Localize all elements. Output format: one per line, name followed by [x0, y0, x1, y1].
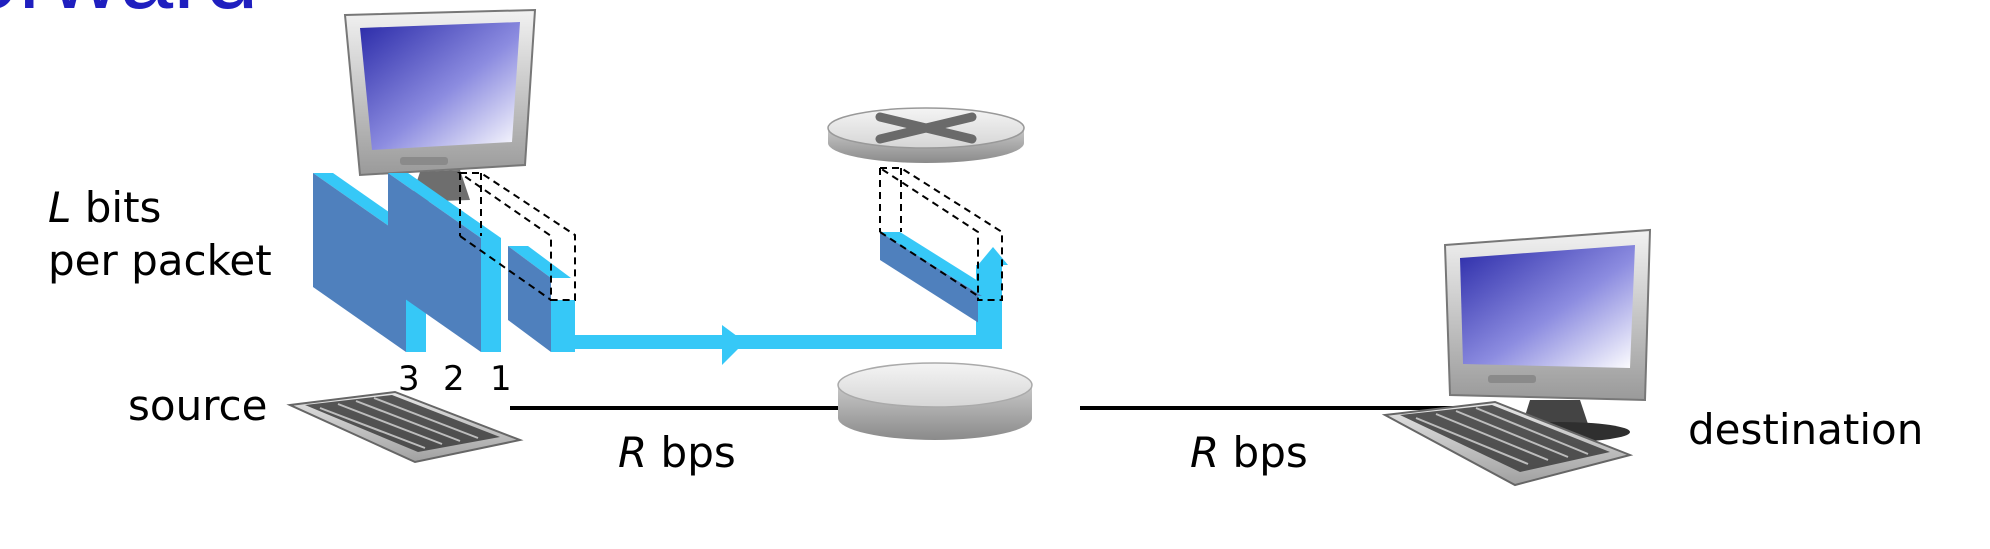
packet-1-transmitted-outline	[456, 172, 576, 301]
link2-rate-variable: R	[1190, 428, 1219, 477]
per-packet-label: per packet	[48, 236, 272, 285]
destination-label: destination	[1688, 405, 1923, 454]
link1-rate-label: R bps	[618, 428, 736, 477]
link2-rate-unit: bps	[1219, 428, 1308, 477]
bits-text: bits	[71, 183, 161, 232]
link1-rate-unit: bps	[647, 428, 736, 477]
packet-number-3: 3	[398, 359, 420, 399]
router-icon	[827, 107, 1025, 163]
packet-number-2: 2	[443, 359, 465, 399]
slide-title-fragment: orward	[0, 0, 258, 29]
source-computer-icon	[286, 8, 537, 464]
router-disk-icon	[837, 362, 1033, 440]
transmission-flow-arrow	[560, 247, 1008, 365]
destination-computer-icon	[1381, 228, 1652, 487]
source-label: source	[128, 381, 267, 430]
link1-rate-variable: R	[618, 428, 647, 477]
packet-2	[388, 173, 501, 352]
source-packets	[313, 172, 576, 352]
bits-variable: L	[48, 183, 71, 232]
bits-per-packet-label: L bits	[48, 183, 161, 232]
router-packet-outline	[876, 167, 1003, 301]
link2-rate-label: R bps	[1190, 428, 1308, 477]
packet-number-1: 1	[490, 359, 512, 399]
